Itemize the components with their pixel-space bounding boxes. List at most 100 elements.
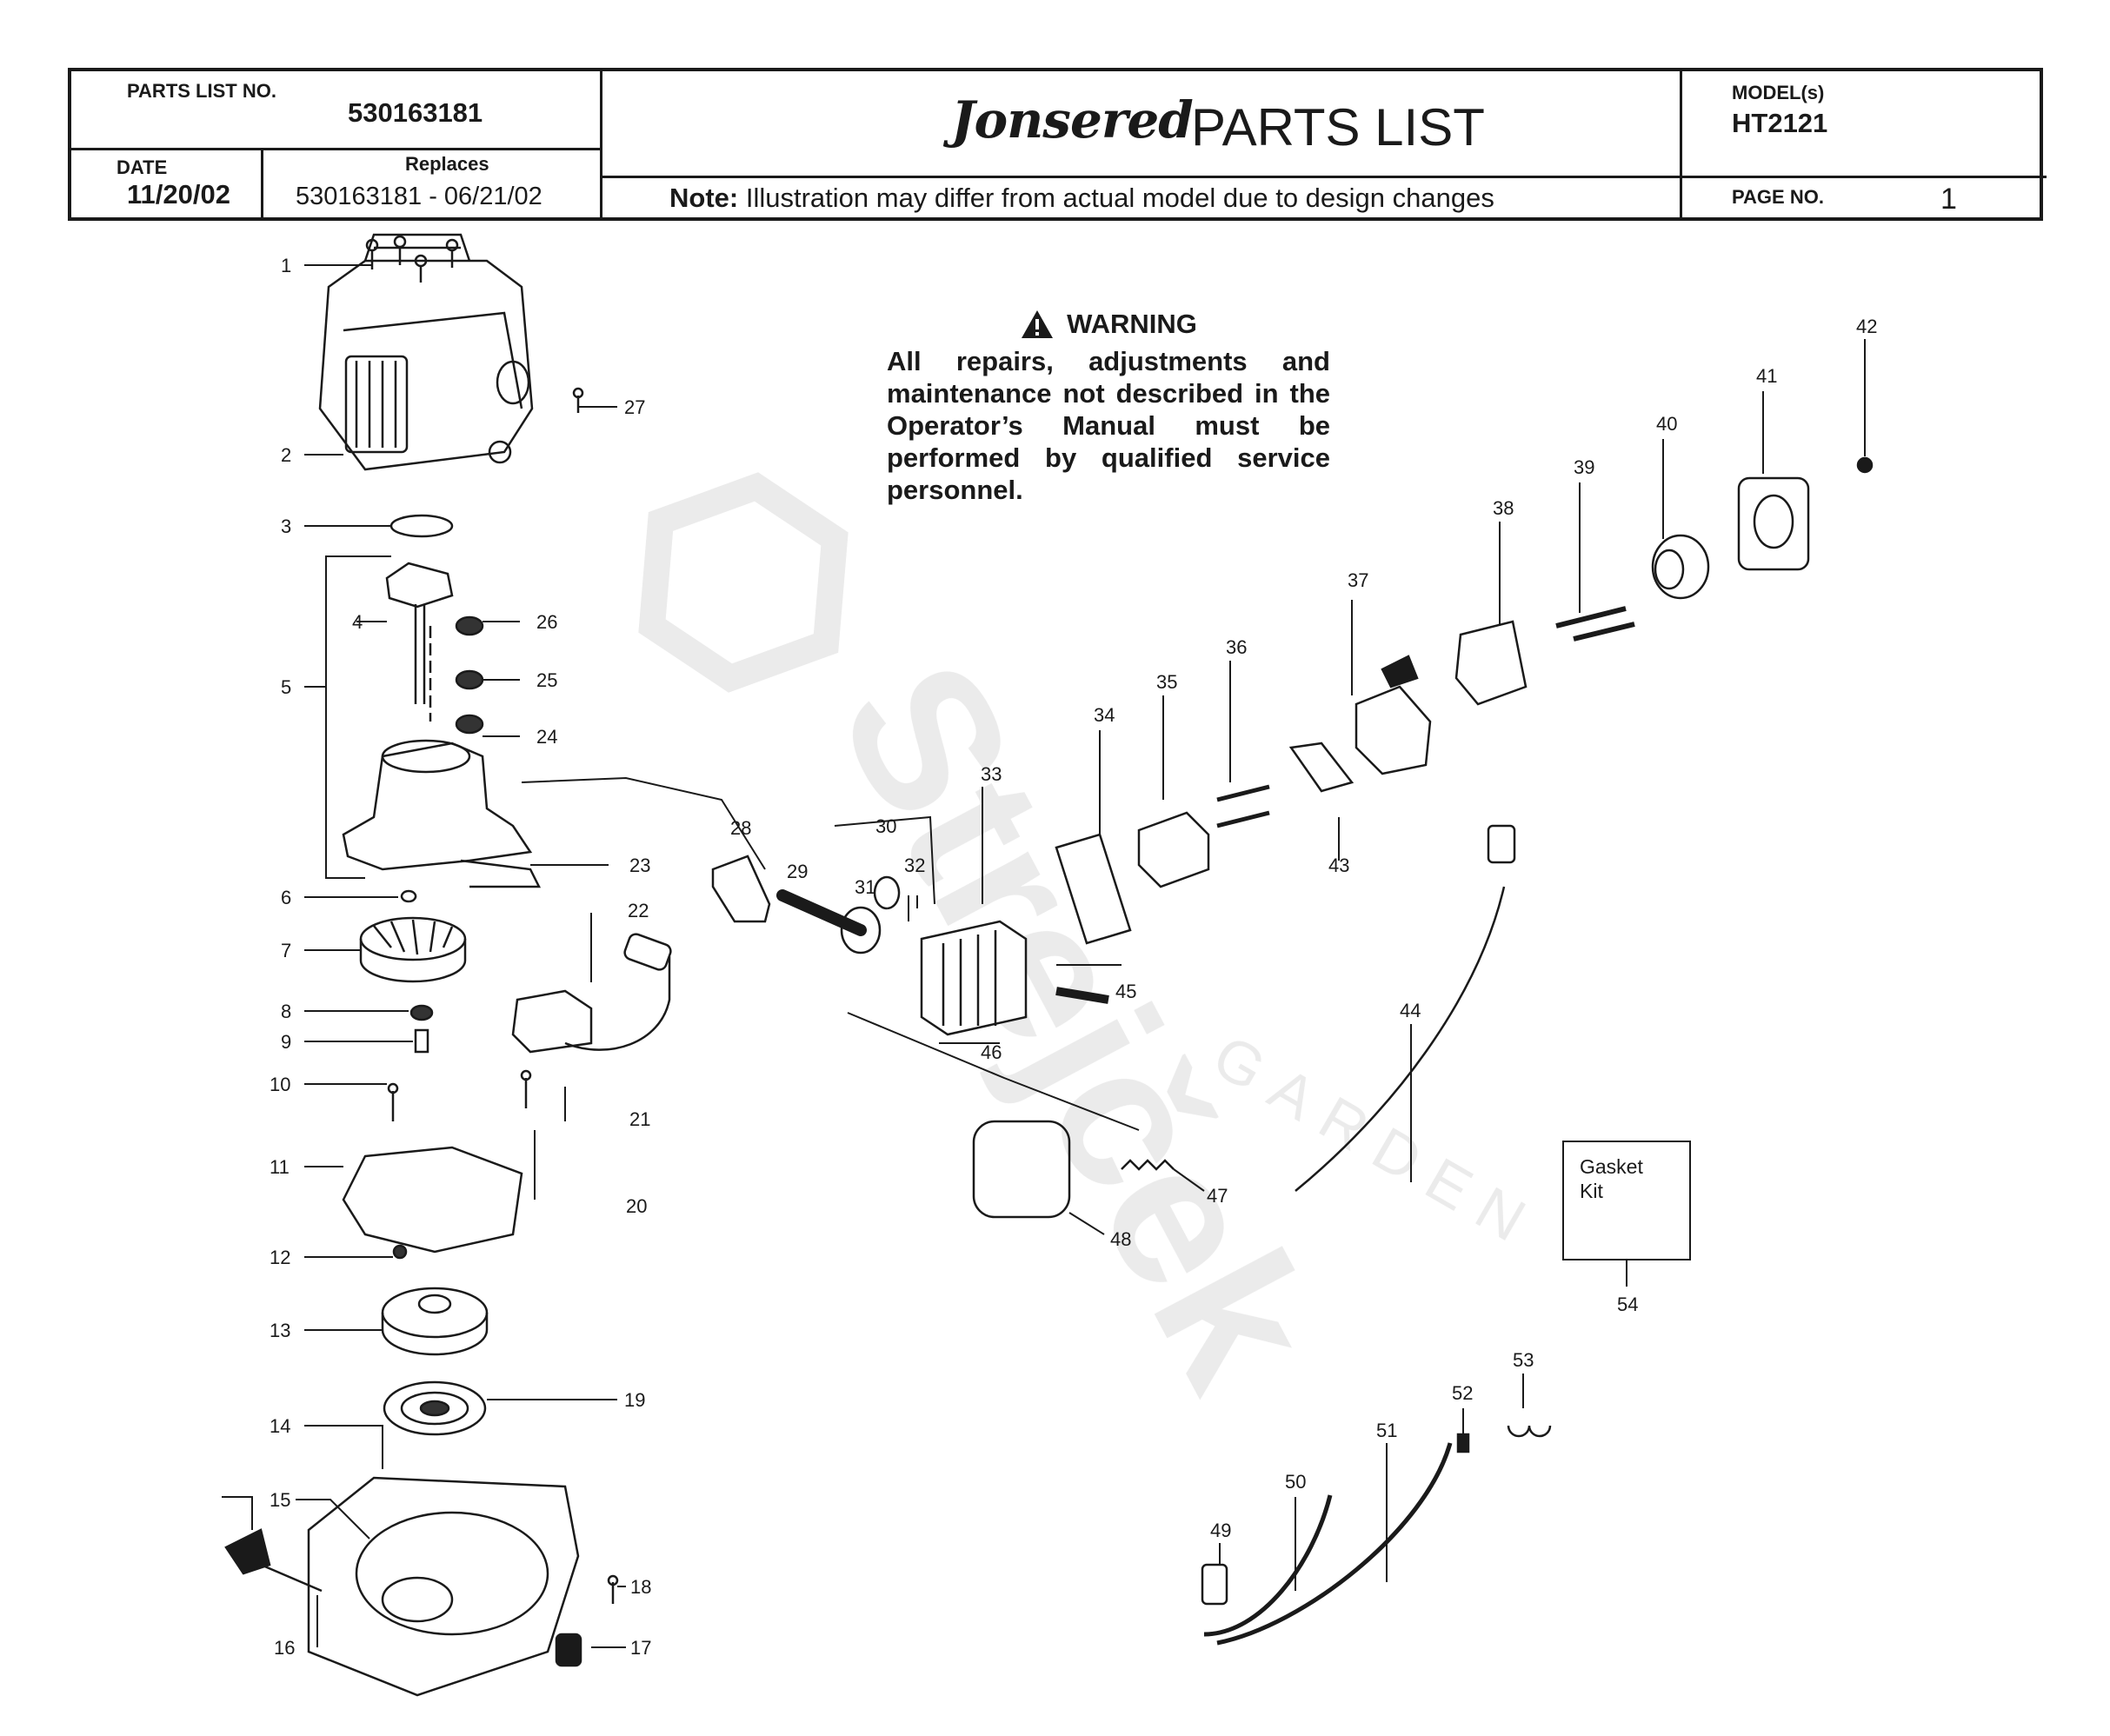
- header-divider: [1680, 71, 1682, 217]
- callout-53: 53: [1513, 1349, 1534, 1371]
- parts-list-header: PARTS LIST NO. 530163181 DATE 11/20/02 R…: [68, 68, 2047, 221]
- callout-22: 22: [628, 900, 649, 921]
- part-drawings: [224, 233, 1874, 1697]
- starter-handle: [224, 1528, 271, 1575]
- callout-51: 51: [1376, 1420, 1397, 1441]
- crankcase: [342, 739, 542, 888]
- callout-19: 19: [624, 1389, 645, 1411]
- callout-46: 46: [981, 1041, 1002, 1063]
- callout-labels: 1 2 3 4 5 6 7 8 9 10 11 12 13 14 15 16 1…: [270, 255, 1877, 1659]
- header-divider: [600, 71, 602, 217]
- air-filter-element: [1651, 534, 1710, 600]
- callout-49: 49: [1210, 1520, 1231, 1541]
- date-value: 11/20/02: [127, 179, 230, 210]
- fuel-line: [1203, 1494, 1333, 1637]
- callout-36: 36: [1226, 636, 1247, 658]
- callout-31: 31: [855, 876, 875, 898]
- callout-44: 44: [1400, 1000, 1421, 1021]
- callout-37: 37: [1348, 569, 1368, 591]
- warning-title: WARNING: [1067, 309, 1197, 339]
- insulator: [1288, 742, 1355, 793]
- callout-42: 42: [1856, 316, 1877, 337]
- callout-7: 7: [281, 940, 291, 961]
- callout-40: 40: [1656, 413, 1677, 435]
- page-no-label: PAGE NO.: [1732, 186, 1824, 208]
- callout-27: 27: [624, 396, 645, 418]
- callout-20: 20: [626, 1195, 647, 1217]
- callout-30: 30: [875, 815, 896, 837]
- callout-2: 2: [281, 444, 291, 466]
- air-filter-cover: [1737, 476, 1810, 571]
- muffler-gasket: [1055, 833, 1132, 945]
- callout-25: 25: [536, 669, 557, 691]
- header-divider: [71, 148, 602, 150]
- muffler-body: [1137, 811, 1210, 888]
- callout-1: 1: [281, 255, 291, 276]
- header-divider: [600, 176, 2047, 178]
- model-label: MODEL(s): [1732, 82, 1825, 103]
- callout-29: 29: [787, 861, 808, 882]
- callout-5: 5: [281, 676, 291, 698]
- callout-32: 32: [904, 855, 925, 876]
- callout-3: 3: [281, 515, 291, 537]
- air-filter-base: [1454, 620, 1528, 706]
- recoil-spring: [383, 1380, 487, 1436]
- replaces-label: Replaces: [405, 153, 489, 175]
- gasket-plate: [342, 1146, 523, 1254]
- callout-8: 8: [281, 1001, 291, 1022]
- callout-45: 45: [1115, 981, 1136, 1002]
- header-divider: [261, 148, 263, 217]
- callout-21: 21: [629, 1108, 650, 1130]
- callout-47: 47: [1207, 1185, 1228, 1207]
- callout-15: 15: [270, 1489, 290, 1511]
- callout-6: 6: [281, 887, 291, 908]
- warning-icon: [1022, 310, 1054, 338]
- gasket-kit-box: Gasket Kit: [1562, 1141, 1691, 1260]
- intake-gasket: [711, 855, 771, 923]
- page-title: PARTS LIST: [1191, 98, 1485, 156]
- o-ring: [389, 514, 454, 538]
- callout-50: 50: [1285, 1471, 1306, 1493]
- flywheel: [359, 916, 467, 983]
- date-label: DATE: [116, 156, 168, 178]
- callout-54: 54: [1617, 1294, 1638, 1315]
- callout-11: 11: [270, 1156, 290, 1178]
- callout-14: 14: [270, 1415, 290, 1437]
- callout-26: 26: [536, 611, 557, 633]
- callout-48: 48: [1110, 1228, 1131, 1250]
- callout-24: 24: [536, 726, 557, 748]
- callout-16: 16: [274, 1637, 295, 1659]
- callout-38: 38: [1493, 497, 1514, 519]
- throttle-cable: [1295, 886, 1506, 1192]
- warning-heading: WARNING: [887, 309, 1330, 340]
- replaces-value: 530163181 - 06/21/02: [296, 183, 542, 210]
- leader-lines: [222, 264, 1866, 1648]
- starter-pulley: [381, 1287, 489, 1356]
- muffler-cover: [972, 1120, 1071, 1219]
- watermark: Strejček GARDEN: [638, 472, 1552, 1420]
- muffler-spring: [1121, 1159, 1175, 1171]
- watermark-text: Strejček: [797, 628, 1361, 1420]
- callout-39: 39: [1574, 456, 1594, 478]
- carburetor: [1355, 655, 1432, 775]
- callout-10: 10: [270, 1074, 290, 1095]
- warning-text: All repairs, adjustments and maintenance…: [887, 346, 1330, 505]
- fuel-line: [1216, 1442, 1453, 1646]
- callout-9: 9: [281, 1031, 291, 1053]
- callout-43: 43: [1328, 855, 1349, 876]
- callout-23: 23: [629, 855, 650, 876]
- engine-cover: [318, 233, 584, 471]
- callout-28: 28: [730, 817, 751, 839]
- line-clip: [1507, 1425, 1552, 1438]
- model-value: HT2121: [1732, 108, 1828, 138]
- callout-34: 34: [1094, 704, 1115, 726]
- parts-list-no-label: PARTS LIST NO.: [127, 80, 276, 102]
- gasket-kit-label-1: Gasket: [1580, 1155, 1643, 1178]
- callout-35: 35: [1156, 671, 1177, 693]
- ignition-module: [511, 933, 672, 1054]
- callout-41: 41: [1756, 365, 1777, 387]
- callout-52: 52: [1452, 1382, 1473, 1404]
- brand-logo: Jonsered: [951, 90, 1194, 150]
- callout-4: 4: [352, 611, 363, 633]
